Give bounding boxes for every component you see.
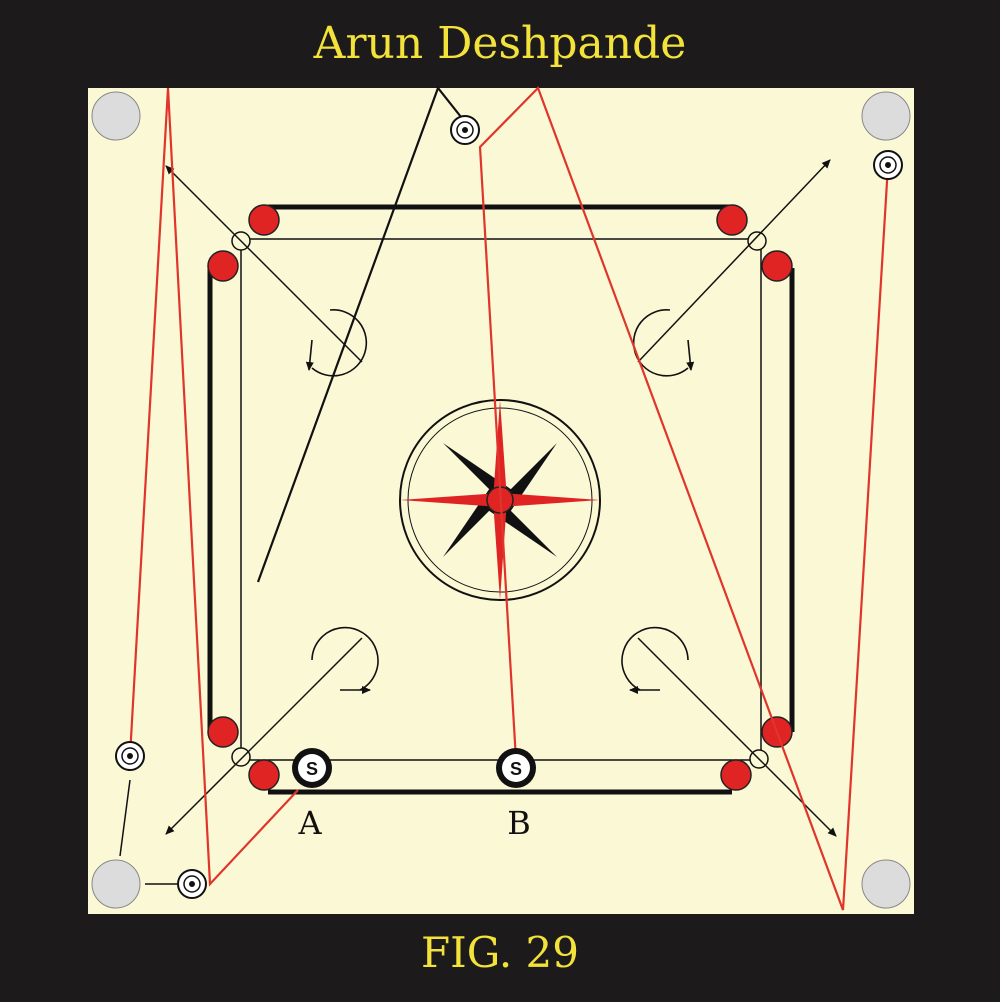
target-coin-icon [873, 150, 903, 180]
rotation-arrows [305, 309, 695, 694]
target-coin-icon [115, 741, 145, 771]
author-title: Arun Deshpande [313, 18, 687, 69]
red-shot-line-a [128, 87, 299, 887]
target-coins [115, 115, 903, 899]
shot-paths [119, 85, 890, 911]
rotation-arrow-icon [621, 626, 689, 691]
pocket-icon [91, 859, 141, 909]
rotation-arrow-icon [311, 626, 379, 691]
position-label-a: A [297, 804, 322, 842]
striker-a: S [292, 748, 332, 788]
rotation-arrow-icon [311, 309, 368, 377]
striker-icon: S [510, 759, 522, 779]
black-shot-line [256, 85, 466, 583]
red-shot-line-b [478, 85, 890, 911]
striker-b: S [496, 748, 536, 788]
striker-icon: S [306, 759, 318, 779]
figure-caption: FIG. 29 [421, 928, 579, 977]
target-coin-icon [450, 115, 480, 145]
position-label-b: B [507, 804, 531, 842]
pocket-icon [861, 859, 911, 909]
target-coin-icon [177, 869, 207, 899]
corner-pockets [91, 91, 911, 909]
pocket-icon [91, 91, 141, 141]
center-star-icon [399, 399, 601, 601]
diagonal-arrows [165, 159, 837, 837]
pocket-icon [861, 91, 911, 141]
